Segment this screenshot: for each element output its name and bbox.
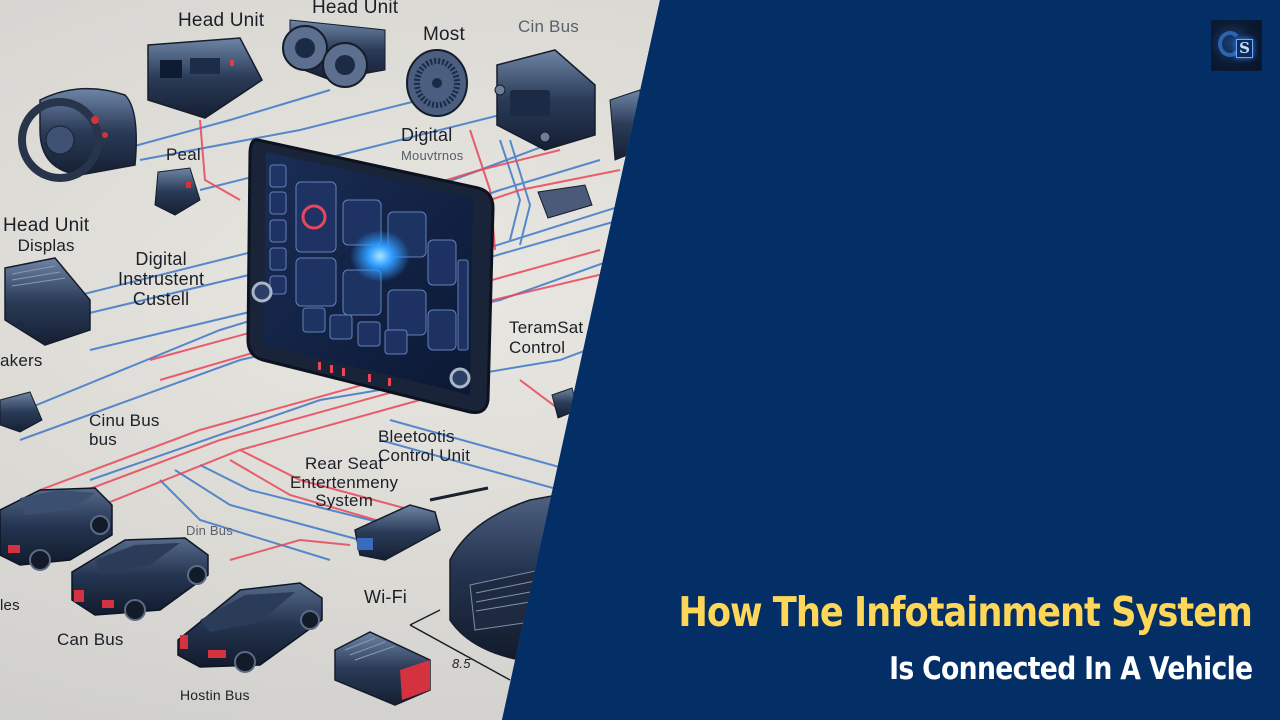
logo-c-shape-icon bbox=[1218, 31, 1242, 57]
wifi-module bbox=[334, 631, 431, 706]
label-digital-mounting-line-1: Digital bbox=[401, 125, 453, 145]
label-speakers: akers bbox=[0, 351, 43, 370]
head-unit-module-1 bbox=[147, 37, 263, 119]
label-bluetooth-control-unit: Bleetootis Control Unit bbox=[378, 427, 471, 465]
most-module bbox=[406, 49, 468, 117]
label-rear-seat-line-3: System bbox=[315, 491, 374, 511]
infotainment-touchscreen bbox=[246, 138, 495, 414]
steering-wheel-cluster bbox=[18, 87, 137, 182]
label-most: Most bbox=[423, 24, 465, 45]
label-rear-seat-entertainment: Rear Seat Entertenmeny System bbox=[290, 454, 399, 511]
label-most-bus-bottom: Hostin Bus bbox=[180, 687, 250, 703]
label-can-bus-bottom: Can Bus bbox=[57, 630, 124, 649]
measurement-annotation bbox=[409, 609, 511, 681]
label-din-bus: Din Bus bbox=[186, 523, 233, 538]
brand-logo: S bbox=[1211, 20, 1262, 71]
label-digital-mounting: Digital Mouvtrnos bbox=[401, 126, 464, 164]
label-head-unit-display-line-1: Head Unit bbox=[3, 215, 90, 236]
small-control-module bbox=[154, 167, 201, 216]
label-can-bus-top: Cin Bus bbox=[518, 17, 579, 36]
label-digital-instrument-cluster: Digital Instrustent Custell bbox=[118, 249, 205, 309]
label-telematics-line-1: TeramSat bbox=[509, 318, 584, 337]
headline-secondary: Is Connected In A Vehicle bbox=[888, 651, 1253, 687]
headline-primary: How The Infotainment System bbox=[678, 588, 1253, 636]
label-telematics-line-2: Control bbox=[509, 337, 566, 357]
label-bluetooth-line-2: Control Unit bbox=[378, 445, 471, 465]
label-cin-bus: Cinu Bus bus bbox=[89, 411, 160, 449]
label-bluetooth-line-1: Bleetootis bbox=[378, 427, 455, 446]
label-cin-bus-line-2: bus bbox=[89, 429, 118, 449]
logo-s-letter: S bbox=[1236, 39, 1253, 58]
head-unit-display-module bbox=[4, 257, 91, 346]
label-digital-mounting-line-2: Mouvtrnos bbox=[401, 147, 464, 163]
label-measurement: 8.5 bbox=[452, 656, 471, 671]
bluetooth-antenna-module bbox=[354, 486, 489, 561]
label-head-unit-top-left: Head Unit bbox=[178, 10, 265, 31]
label-head-unit-display-line-2: Displas bbox=[17, 235, 75, 255]
sedan-car-2 bbox=[71, 537, 209, 621]
label-rear-seat-line-1: Rear Seat bbox=[304, 454, 384, 473]
label-rear-seat-line-2: Entertenmeny bbox=[290, 472, 399, 492]
telematics-connector bbox=[537, 184, 593, 219]
speaker-module bbox=[282, 19, 386, 88]
label-peal: Peal bbox=[166, 145, 201, 164]
label-head-unit-top: Head Unit bbox=[312, 0, 399, 18]
label-wifi: Wi-Fi bbox=[364, 587, 407, 607]
sedan-car-3 bbox=[177, 582, 323, 673]
can-bus-module bbox=[494, 49, 596, 151]
label-head-unit-display: Head Unit Displas bbox=[3, 216, 89, 256]
label-telematics-control: TeramSat Control bbox=[509, 318, 583, 357]
label-cin-bus-line-1: Cinu Bus bbox=[89, 411, 160, 430]
sedan-car-1 bbox=[0, 487, 113, 571]
label-digital-instrument-line-2: Instrustent bbox=[118, 268, 205, 289]
label-les: les bbox=[0, 597, 20, 614]
speaker-connector-module bbox=[0, 391, 43, 433]
label-digital-instrument-line-3: Custell bbox=[132, 288, 190, 309]
label-digital-instrument-line-1: Digital bbox=[135, 249, 187, 269]
